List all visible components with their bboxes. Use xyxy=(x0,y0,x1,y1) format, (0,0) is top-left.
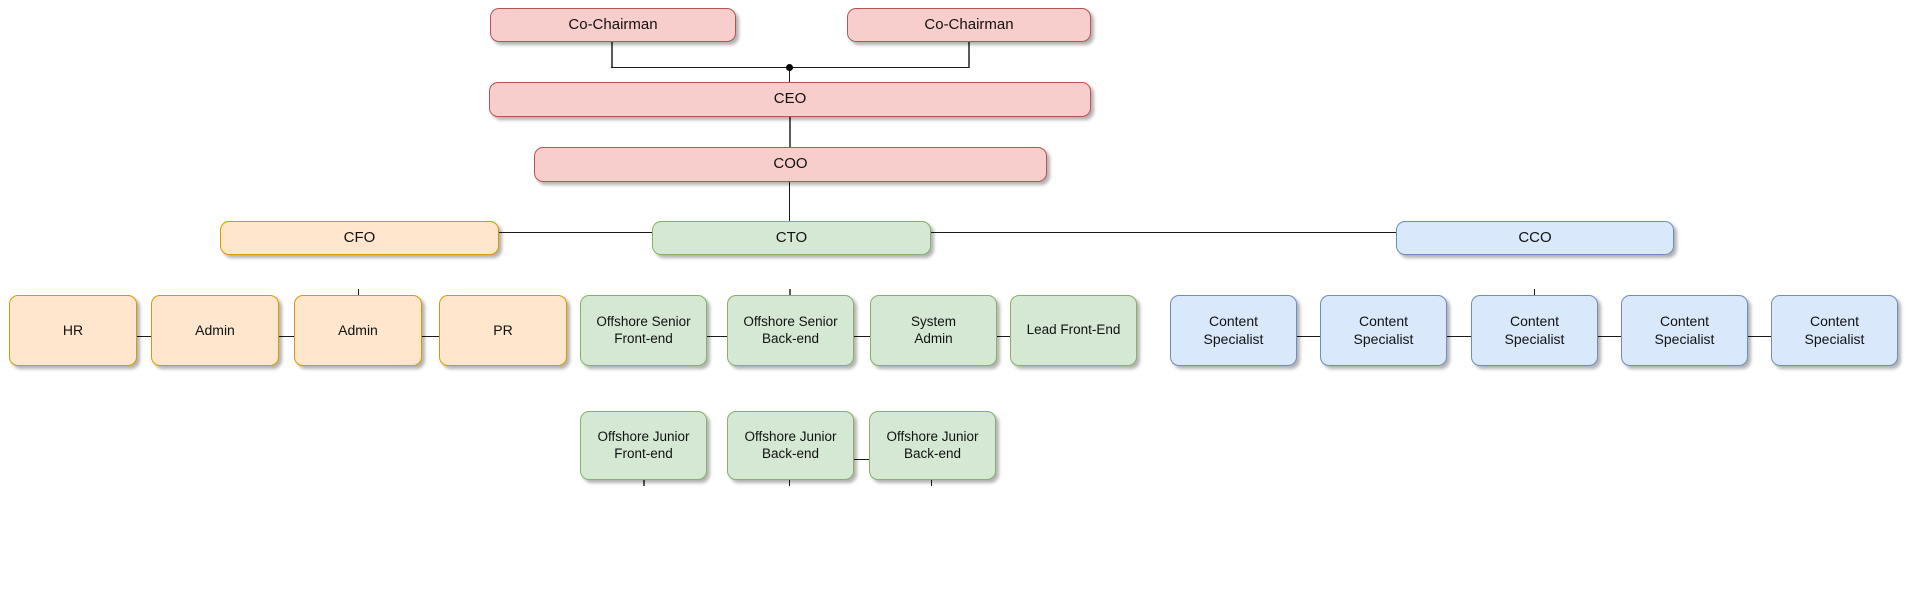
node-label: PR xyxy=(493,321,513,338)
node-label: Offshore Junior Front-end xyxy=(597,428,690,461)
node-admin-2[interactable]: Admin xyxy=(294,295,422,366)
node-label: Content Specialist xyxy=(1203,313,1264,347)
node-pr[interactable]: PR xyxy=(439,295,567,366)
node-offshore-junior-backend-2[interactable]: Offshore Junior Back-end xyxy=(869,411,996,480)
node-offshore-senior-frontend[interactable]: Offshore Senior Front-end xyxy=(580,295,707,366)
node-label: Offshore Senior Back-end xyxy=(743,313,838,346)
edge-cto-bus xyxy=(643,336,1074,338)
node-label: Content Specialist xyxy=(1504,313,1565,347)
node-label: Admin xyxy=(195,321,235,338)
node-offshore-junior-frontend[interactable]: Offshore Junior Front-end xyxy=(580,411,707,480)
node-cfo[interactable]: CFO xyxy=(220,221,499,255)
node-label: CCO xyxy=(1518,228,1552,246)
node-label: Content Specialist xyxy=(1804,313,1865,347)
node-label: Lead Front-End xyxy=(1026,322,1121,338)
node-lead-frontend[interactable]: Lead Front-End xyxy=(1010,295,1137,366)
edge-cochair-right-down xyxy=(968,42,970,68)
edge-ceo-to-coo xyxy=(789,115,791,148)
junction-dot-cochair xyxy=(786,64,793,71)
node-label: Co-Chairman xyxy=(568,15,658,33)
edge-bus-to-ceo xyxy=(789,67,791,83)
node-label: Offshore Junior Back-end xyxy=(744,428,837,461)
node-coo[interactable]: COO xyxy=(534,147,1047,182)
node-content-specialist-3[interactable]: Content Specialist xyxy=(1471,295,1598,366)
node-label: Admin xyxy=(338,321,378,338)
node-label: CEO xyxy=(773,90,807,108)
node-co-chairman-right[interactable]: Co-Chairman xyxy=(847,8,1091,42)
node-cco[interactable]: CCO xyxy=(1396,221,1674,255)
node-label: System Admin xyxy=(910,313,956,346)
node-content-specialist-2[interactable]: Content Specialist xyxy=(1320,295,1447,366)
edge-coo-down xyxy=(789,181,791,233)
node-label: COO xyxy=(773,155,808,173)
edge-coo-bus xyxy=(358,232,1535,234)
node-admin-1[interactable]: Admin xyxy=(151,295,279,366)
node-label: Offshore Junior Back-end xyxy=(886,428,979,461)
node-label: CTO xyxy=(775,228,808,246)
node-label: HR xyxy=(62,321,84,338)
node-cto[interactable]: CTO xyxy=(652,221,931,255)
node-system-admin[interactable]: System Admin xyxy=(870,295,997,366)
edge-cochair-left-down xyxy=(611,42,613,68)
node-ceo[interactable]: CEO xyxy=(489,82,1091,117)
node-label: Offshore Senior Front-end xyxy=(596,313,691,346)
node-label: Content Specialist xyxy=(1353,313,1414,347)
node-offshore-junior-backend-1[interactable]: Offshore Junior Back-end xyxy=(727,411,854,480)
node-co-chairman-left[interactable]: Co-Chairman xyxy=(490,8,736,42)
node-offshore-senior-backend[interactable]: Offshore Senior Back-end xyxy=(727,295,854,366)
node-hr[interactable]: HR xyxy=(9,295,137,366)
node-label: Content Specialist xyxy=(1654,313,1715,347)
node-label: Co-Chairman xyxy=(924,15,1014,33)
node-content-specialist-5[interactable]: Content Specialist xyxy=(1771,295,1898,366)
edge-osbe-bus xyxy=(789,459,932,461)
edge-cfo-bus xyxy=(72,336,504,338)
node-label: CFO xyxy=(343,228,376,246)
node-content-specialist-4[interactable]: Content Specialist xyxy=(1621,295,1748,366)
node-content-specialist-1[interactable]: Content Specialist xyxy=(1170,295,1297,366)
